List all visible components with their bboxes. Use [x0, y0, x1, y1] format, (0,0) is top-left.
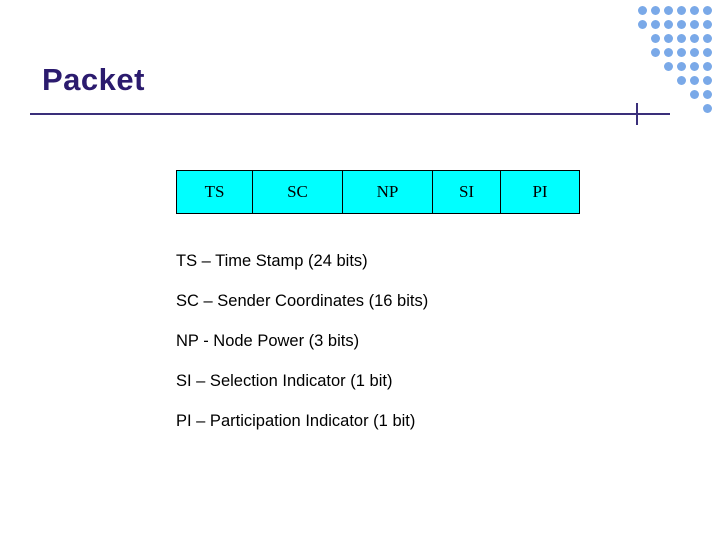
title-divider	[30, 113, 670, 115]
packet-field-pi: PI	[501, 171, 579, 213]
legend-item-sc: SC – Sender Coordinates (16 bits)	[176, 292, 429, 310]
packet-field-np: NP	[343, 171, 433, 213]
legend-item-pi: PI – Participation Indicator (1 bit)	[176, 412, 416, 430]
packet-diagram: TS SC NP SI PI	[176, 170, 580, 214]
packet-field-ts: TS	[177, 171, 253, 213]
legend-item-ts: TS – Time Stamp (24 bits)	[176, 252, 368, 270]
dot-grid-decoration	[638, 0, 720, 113]
legend-item-si: SI – Selection Indicator (1 bit)	[176, 372, 393, 390]
title-divider-tick	[636, 103, 638, 125]
packet-field-sc: SC	[253, 171, 343, 213]
legend-list: TS – Time Stamp (24 bits) SC – Sender Co…	[176, 252, 656, 452]
legend-item-np: NP - Node Power (3 bits)	[176, 332, 360, 350]
packet-field-si: SI	[433, 171, 501, 213]
page-title: Packet	[42, 62, 145, 97]
